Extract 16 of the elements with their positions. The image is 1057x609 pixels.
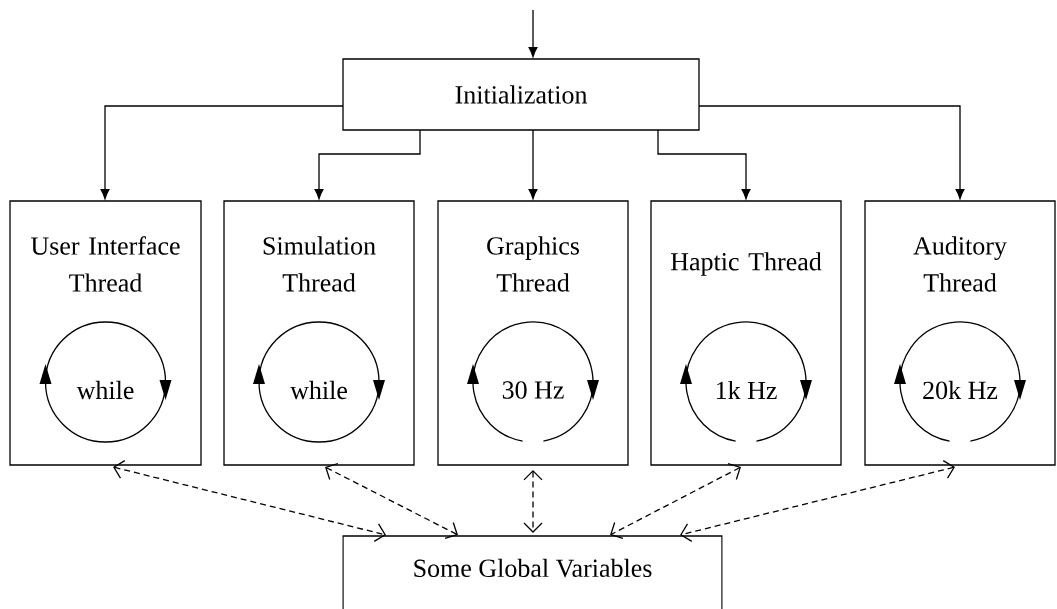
process-box: Initialization — [342, 58, 700, 131]
arrow — [113, 460, 386, 542]
node-label: 1k Hz — [716, 380, 777, 400]
arrow — [680, 460, 955, 542]
arrow — [610, 462, 741, 540]
arrow — [698, 105, 965, 200]
arrow — [657, 129, 751, 200]
arrow — [523, 470, 543, 533]
arrow — [100, 105, 344, 200]
node-label: 30 Hz — [502, 381, 564, 399]
process-box: Some Global Variables — [342, 535, 723, 609]
arrow — [325, 462, 458, 540]
arrow — [528, 129, 538, 200]
arrow — [528, 9, 538, 58]
node-label: 20k Hz — [923, 380, 998, 400]
arrow — [314, 129, 421, 200]
